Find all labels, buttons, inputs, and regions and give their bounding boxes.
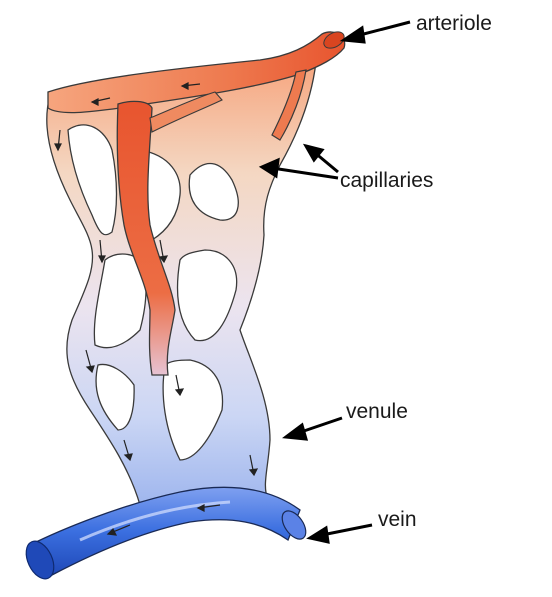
label-capillaries: capillaries	[340, 169, 433, 192]
label-arteriole: arteriole	[416, 12, 492, 35]
label-venule: venule	[346, 400, 408, 423]
vein-vessel	[30, 487, 300, 575]
label-vein: vein	[378, 508, 417, 531]
